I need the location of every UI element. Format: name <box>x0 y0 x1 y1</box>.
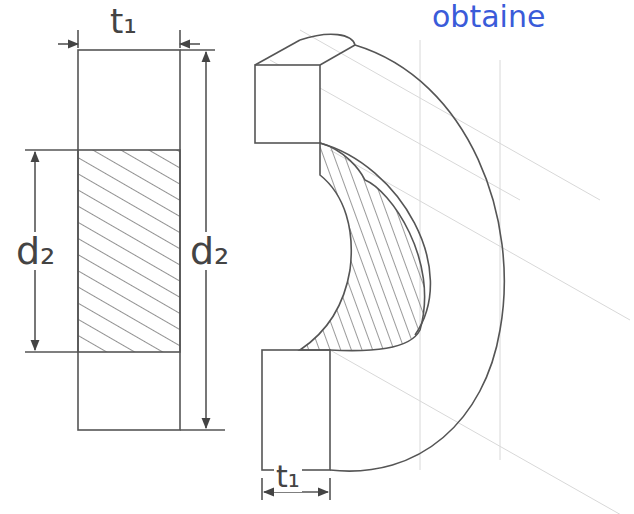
diameter-label: d₂ <box>14 232 57 270</box>
diameter-label: d₂ <box>188 232 231 270</box>
thickness-label: t₁ <box>108 4 139 38</box>
handwritten-note: obtaine <box>430 2 547 32</box>
thickness-label: t₁ <box>274 462 302 492</box>
